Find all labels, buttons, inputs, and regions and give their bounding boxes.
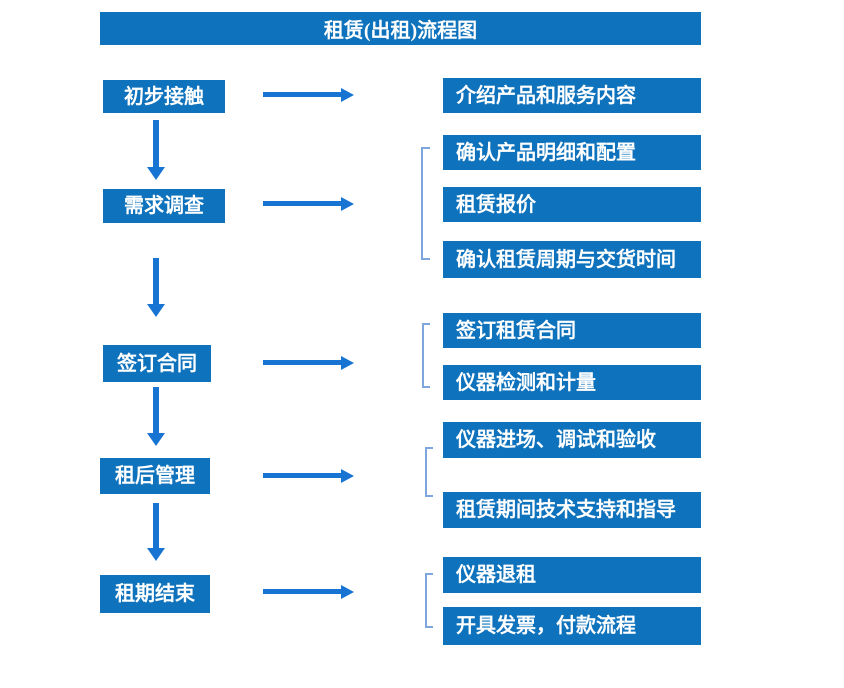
bracket-group-sign-contract: [422, 323, 430, 388]
arrow-shaft: [263, 201, 341, 206]
arrow-head-icon: [147, 304, 165, 317]
stage-initial-contact: 初步接触: [103, 80, 225, 113]
arrow-shaft: [153, 120, 159, 167]
output-introduce-products-services: 介绍产品和服务内容: [443, 78, 701, 113]
output-instrument-entry-debug-acceptance: 仪器进场、调试和验收: [443, 422, 701, 458]
arrow-head-icon: [147, 548, 165, 561]
arrow-shaft: [263, 589, 341, 594]
output-instrument-return: 仪器退租: [443, 557, 701, 593]
arrow-head-icon: [341, 197, 354, 211]
arrow-head-icon: [147, 433, 165, 446]
down-arrow-4: [147, 503, 165, 561]
down-arrow-3: [147, 387, 165, 446]
down-arrow-2: [147, 258, 165, 317]
arrow-head-icon: [341, 585, 354, 599]
output-instrument-inspection-measurement: 仪器检测和计量: [443, 365, 701, 400]
arrow-head-icon: [147, 167, 165, 180]
output-sign-rental-contract: 签订租赁合同: [443, 313, 701, 348]
right-arrow-3: [263, 356, 354, 370]
stage-demand-survey: 需求调查: [103, 189, 225, 223]
stage-rental-end: 租期结束: [100, 575, 210, 613]
right-arrow-5: [263, 585, 354, 599]
stage-sign-contract: 签订合同: [103, 345, 211, 382]
output-rental-quote: 租赁报价: [443, 187, 701, 222]
arrow-head-icon: [341, 356, 354, 370]
arrow-shaft: [263, 92, 341, 97]
right-arrow-4: [263, 469, 354, 483]
output-confirm-product-details-config: 确认产品明细和配置: [443, 135, 701, 170]
arrow-head-icon: [341, 88, 354, 102]
output-rental-tech-support-guidance: 租赁期间技术支持和指导: [443, 492, 701, 528]
arrow-shaft: [153, 387, 159, 433]
output-invoice-payment-process: 开具发票，付款流程: [443, 607, 701, 645]
bracket-group-rental-end: [425, 573, 433, 628]
arrow-head-icon: [341, 469, 354, 483]
right-arrow-2: [263, 197, 354, 211]
arrow-shaft: [153, 258, 159, 304]
bracket-group-demand-survey: [421, 147, 430, 260]
arrow-shaft: [263, 360, 341, 365]
bracket-group-post-rental: [425, 447, 433, 497]
output-confirm-rental-period-delivery: 确认租赁周期与交货时间: [443, 241, 701, 278]
right-arrow-1: [263, 88, 354, 102]
stage-post-rental-management: 租后管理: [100, 458, 210, 494]
arrow-shaft: [153, 503, 159, 548]
down-arrow-1: [147, 120, 165, 180]
arrow-shaft: [263, 473, 341, 478]
diagram-title: 租赁(出租)流程图: [100, 12, 701, 45]
